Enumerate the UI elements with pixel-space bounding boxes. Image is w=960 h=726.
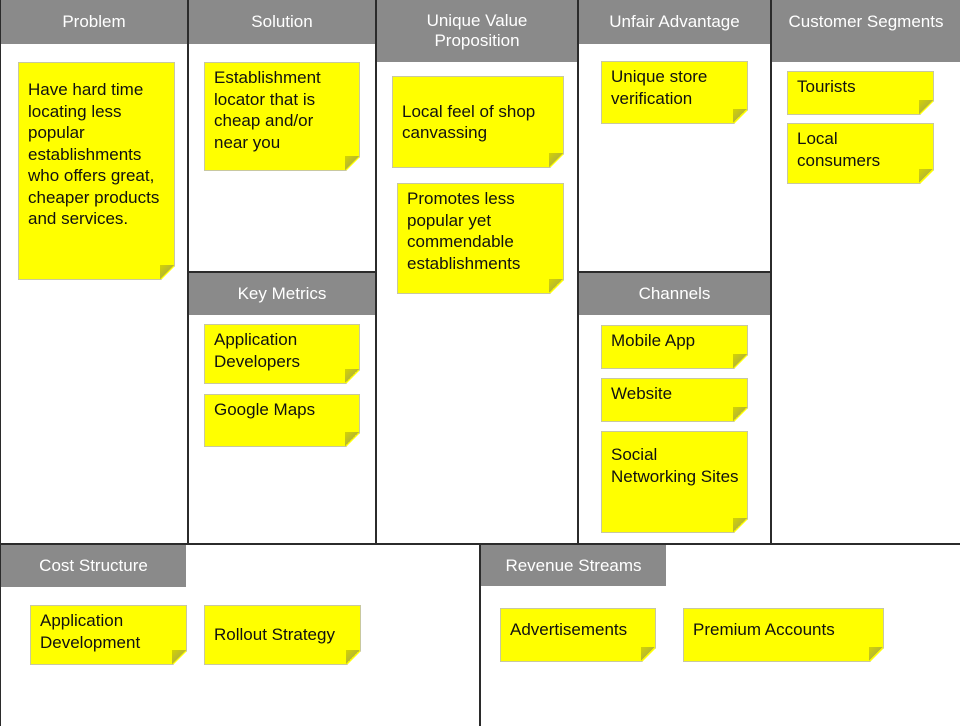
divider-advantage-segments: [770, 0, 772, 545]
note-text: Promotes less popular yet commendable es…: [407, 189, 521, 273]
note-text: Local feel of shop canvassing: [402, 101, 536, 142]
sticky-note: Premium Accounts: [683, 608, 884, 662]
sticky-note: Application Development: [30, 605, 187, 665]
fold-corner: [733, 518, 747, 532]
sticky-note: Tourists: [787, 71, 934, 115]
note-text: Unique store verification: [611, 67, 708, 108]
unfair-advantage-header: Unfair Advantage: [579, 0, 770, 44]
sticky-note: Application Developers: [204, 324, 360, 384]
sticky-note: Local feel of shop canvassing: [392, 76, 564, 168]
sticky-note: Mobile App: [601, 325, 748, 369]
note-text: Mobile App: [611, 331, 696, 350]
note-text: Advertisements: [510, 620, 628, 639]
sticky-note: Website: [601, 378, 748, 422]
divider-left-edge: [0, 0, 1, 726]
sticky-note: Local consumers: [787, 123, 934, 184]
fold-corner: [733, 109, 747, 123]
divider-cost-revenue: [479, 543, 481, 726]
fold-corner: [346, 650, 360, 664]
fold-corner: [549, 153, 563, 167]
fold-corner: [733, 354, 747, 368]
note-text: Social Networking Sites: [611, 445, 739, 486]
note-text: Rollout Strategy: [214, 625, 335, 645]
channels-header: Channels: [579, 273, 770, 315]
note-text: Application Developers: [214, 330, 300, 371]
cost-structure-header: Cost Structure: [1, 545, 186, 587]
divider-advantage-channels: [578, 271, 771, 273]
note-text: Premium Accounts: [693, 620, 835, 639]
sticky-note: Rollout Strategy: [204, 605, 361, 665]
solution-header: Solution: [189, 0, 375, 44]
fold-corner: [172, 650, 186, 664]
fold-corner: [641, 647, 655, 661]
fold-corner: [733, 407, 747, 421]
sticky-note: Promotes less popular yet commendable es…: [397, 183, 564, 294]
fold-corner: [919, 100, 933, 114]
key-metrics-header: Key Metrics: [189, 273, 375, 315]
fold-corner: [549, 279, 563, 293]
sticky-note: Social Networking Sites: [601, 431, 748, 533]
sticky-note: Unique store verification: [601, 61, 748, 124]
sticky-note: Have hard time locating less popular est…: [18, 62, 175, 280]
note-text: Establishment locator that is cheap and/…: [214, 68, 321, 152]
note-text: Website: [611, 384, 673, 403]
note-text: Have hard time locating less popular est…: [28, 80, 160, 228]
sticky-note: Google Maps: [204, 394, 360, 447]
problem-header: Problem: [1, 0, 187, 44]
customer-segments-header: Customer Segments: [772, 0, 960, 62]
note-text: Local consumers: [797, 129, 881, 170]
sticky-note: Establishment locator that is cheap and/…: [204, 62, 360, 171]
revenue-streams-header: Revenue Streams: [481, 545, 666, 586]
divider-solution-metrics: [188, 271, 377, 273]
fold-corner: [869, 647, 883, 661]
fold-corner: [345, 369, 359, 383]
unique-value-proposition-header: Unique Value Proposition: [377, 0, 577, 62]
note-text: Application Development: [40, 611, 141, 652]
sticky-note: Advertisements: [500, 608, 656, 662]
note-text: Google Maps: [214, 400, 316, 419]
fold-corner: [919, 169, 933, 183]
fold-corner: [345, 432, 359, 446]
fold-corner: [160, 265, 174, 279]
note-text: Tourists: [797, 77, 856, 96]
divider-top-bottom: [0, 543, 960, 545]
fold-corner: [345, 156, 359, 170]
